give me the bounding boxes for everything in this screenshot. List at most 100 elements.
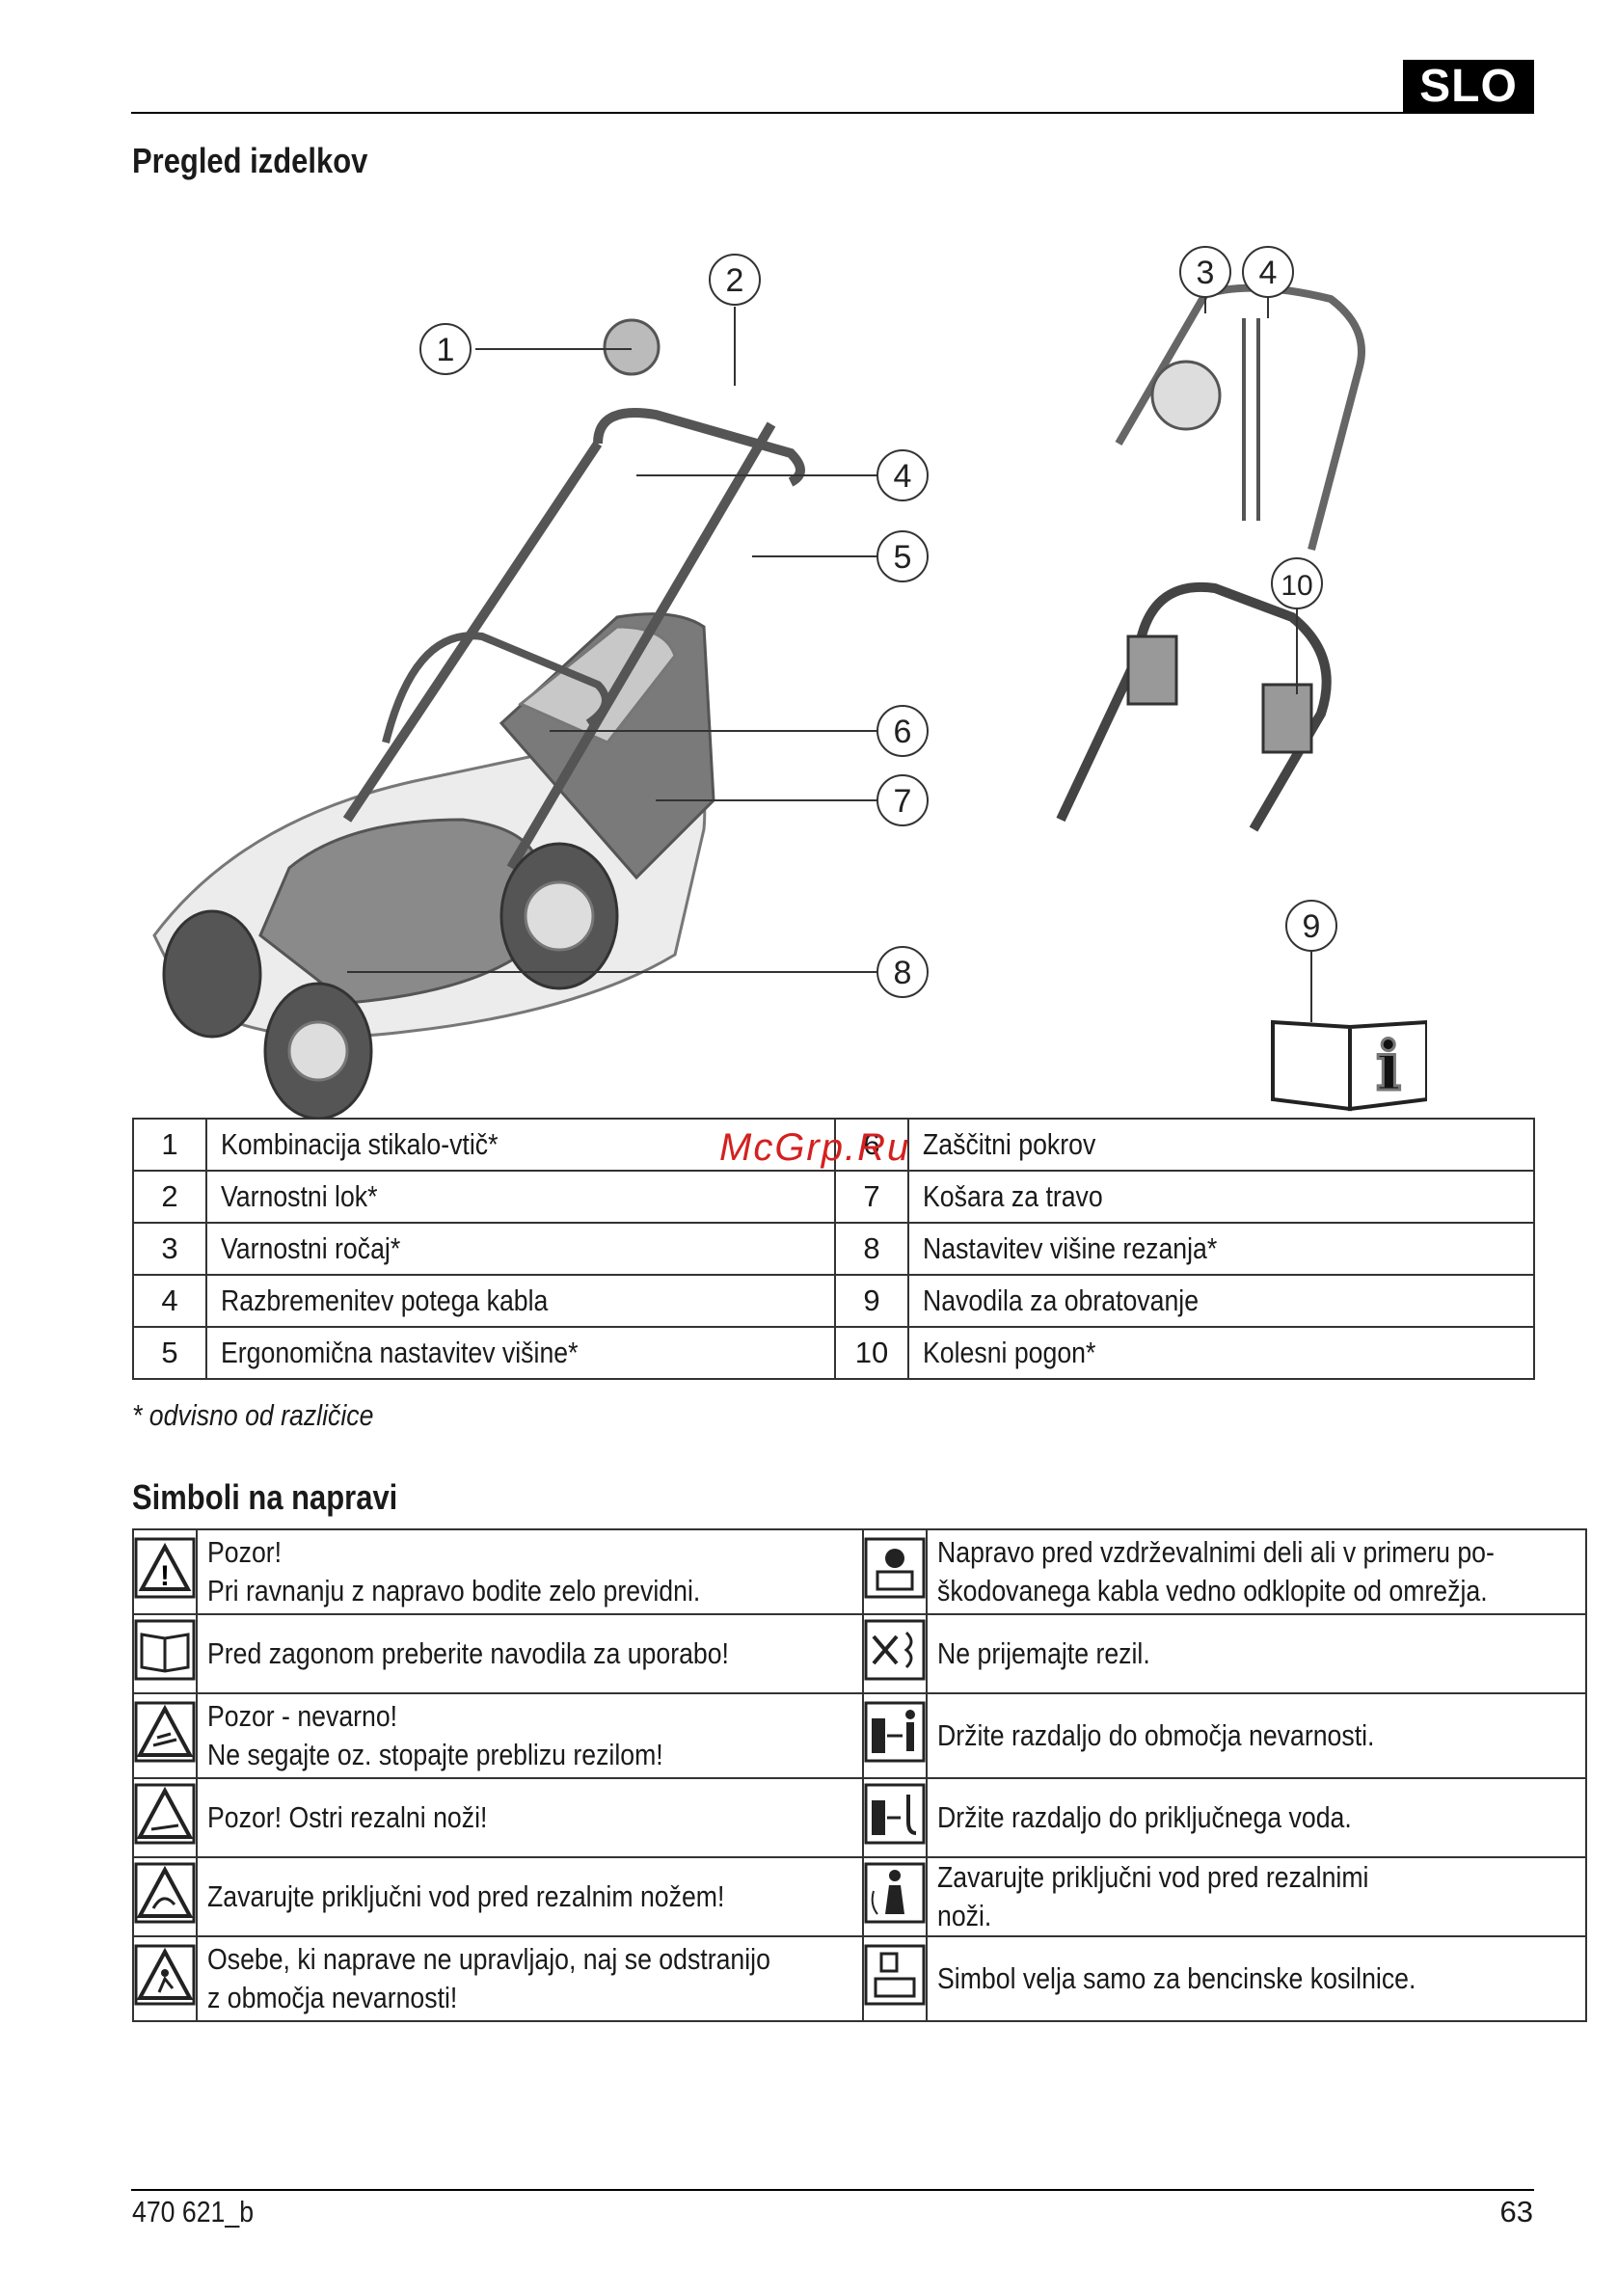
part-label: Varnostni ročaj* xyxy=(205,1222,836,1276)
callout-5-label: 5 xyxy=(894,539,912,576)
wheel-front-left xyxy=(162,909,262,1039)
callout-4b-label: 4 xyxy=(894,458,912,495)
part-number: 3 xyxy=(132,1222,207,1276)
overview-title: Pregled izdelkov xyxy=(132,141,368,180)
symbols-table: ! Pozor!Pri ravnanju z napravo bodite ze… xyxy=(132,1528,1587,2022)
read-manual-icon xyxy=(132,1613,198,1694)
callout-10-label: 10 xyxy=(1281,570,1312,602)
callout-4b: 4 xyxy=(876,449,929,501)
bystanders-away-icon xyxy=(132,1935,198,2022)
language-badge: SLO xyxy=(1403,60,1534,113)
callout-6-label: 6 xyxy=(894,714,912,750)
callout-5: 5 xyxy=(876,530,929,582)
no-touch-blade-icon xyxy=(861,1613,928,1694)
table-row: Pozor! Ostri rezalni noži! Držite razdal… xyxy=(132,1777,1587,1858)
header-rule xyxy=(131,112,1534,114)
callout-1-label: 1 xyxy=(437,332,455,368)
part-label: Kombinacija stikalo-vtič* xyxy=(205,1118,836,1172)
keep-distance-icon xyxy=(861,1692,928,1779)
document-code: 470 621_b xyxy=(132,2195,255,2228)
watermark: McGrp.Ru xyxy=(719,1126,911,1169)
lower-bar xyxy=(382,632,609,743)
detail-plug xyxy=(1150,360,1222,431)
symbol-text: Osebe, ki naprave ne upravljajo, naj se … xyxy=(196,1935,864,2022)
warning-triangle-icon: ! xyxy=(132,1528,198,1615)
callout-10: 10 xyxy=(1271,557,1323,609)
part-label: Ergonomična nastavitev višine* xyxy=(205,1326,836,1380)
symbol-text: Pred zagonom preberite navodila za upora… xyxy=(196,1613,864,1694)
table-row: Osebe, ki naprave ne upravljajo, naj se … xyxy=(132,1935,1587,2022)
svg-text:!: ! xyxy=(160,1560,170,1592)
part-number: 10 xyxy=(834,1326,909,1380)
part-number: 5 xyxy=(132,1326,207,1380)
handle-left xyxy=(342,441,603,823)
part-label: Košara za travo xyxy=(907,1170,1535,1224)
part-number: 4 xyxy=(132,1274,207,1328)
page-number: 63 xyxy=(1499,2195,1533,2228)
symbol-text: Pozor - nevarno!Ne segajte oz. stopajte … xyxy=(196,1692,864,1779)
drive-lever-right xyxy=(1261,683,1313,754)
mower-diagram: i 1 2 3 4 4 5 6 7 8 9 10 xyxy=(152,246,1427,1119)
symbol-text: Zavarujte priključni vod pred rezalnim n… xyxy=(196,1856,864,1937)
callout-7: 7 xyxy=(876,774,929,826)
table-row: Pozor - nevarno!Ne segajte oz. stopajte … xyxy=(132,1692,1587,1779)
table-row: 4 Razbremenitev potega kabla 9 Navodila … xyxy=(132,1274,1535,1328)
callout-4a-label: 4 xyxy=(1259,255,1278,291)
part-label: Nastavitev višine rezanja* xyxy=(907,1222,1535,1276)
safety-bar xyxy=(593,408,805,487)
part-number: 8 xyxy=(834,1222,909,1276)
table-row: 2 Varnostni lok* 7 Košara za travo xyxy=(132,1170,1535,1224)
symbol-text: Pozor!Pri ravnanju z napravo bodite zelo… xyxy=(196,1528,864,1615)
symbol-text: Pozor! Ostri rezalni noži! xyxy=(196,1777,864,1858)
callout-8: 8 xyxy=(876,946,929,998)
callout-7-label: 7 xyxy=(894,783,912,820)
symbol-text: Simbol velja samo za bencinske kosilnice… xyxy=(925,1935,1587,2022)
callout-9-label: 9 xyxy=(1303,908,1321,945)
symbol-text: Držite razdaljo do območja nevarnosti. xyxy=(925,1692,1587,1779)
handle-right xyxy=(506,421,776,871)
part-number: 6 xyxy=(834,1118,909,1172)
detail-cable xyxy=(1242,318,1260,521)
part-label: Kolesni pogon* xyxy=(907,1326,1535,1380)
callout-8-label: 8 xyxy=(894,955,912,991)
part-label: Zaščitni pokrov xyxy=(907,1118,1535,1172)
part-number: 2 xyxy=(132,1170,207,1224)
symbol-text: Držite razdaljo do priključnega voda. xyxy=(925,1777,1587,1858)
cable-blade-warning-icon xyxy=(132,1856,198,1937)
drive-handle xyxy=(1056,581,1332,832)
footer-rule xyxy=(131,2189,1534,2191)
callout-1: 1 xyxy=(419,323,472,375)
callout-6: 6 xyxy=(876,705,929,757)
switch-plug-combo xyxy=(603,318,661,376)
symbol-text: Napravo pred vzdrževalnimi deli ali v pr… xyxy=(925,1528,1587,1615)
part-label: Navodila za obratovanje xyxy=(907,1274,1535,1328)
callout-4a: 4 xyxy=(1242,246,1294,298)
cable-protect-icon xyxy=(861,1856,928,1937)
symbol-text: Ne prijemajte rezil. xyxy=(925,1613,1587,1694)
unplug-icon xyxy=(861,1528,928,1615)
table-row: 5 Ergonomična nastavitev višine* 10 Kole… xyxy=(132,1326,1535,1380)
callout-2-label: 2 xyxy=(726,262,744,299)
parts-table: 1 Kombinacija stikalo-vtič* 6 Zaščitni p… xyxy=(132,1118,1535,1380)
hand-danger-icon xyxy=(132,1692,198,1779)
callout-3: 3 xyxy=(1179,246,1231,298)
callout-9: 9 xyxy=(1285,900,1337,952)
cable-distance-icon xyxy=(861,1777,928,1858)
callout-3-label: 3 xyxy=(1197,255,1215,291)
part-number: 9 xyxy=(834,1274,909,1328)
table-row: 3 Varnostni ročaj* 8 Nastavitev višine r… xyxy=(132,1222,1535,1276)
petrol-mower-icon xyxy=(861,1935,928,2022)
footnote: * odvisno od različice xyxy=(132,1398,374,1432)
drive-lever-left xyxy=(1126,635,1178,706)
detail-handle xyxy=(1115,284,1365,552)
sharp-blades-icon xyxy=(132,1777,198,1858)
symbols-title: Simboli na napravi xyxy=(132,1477,398,1517)
part-number: 7 xyxy=(834,1170,909,1224)
manual-book-icon xyxy=(1271,1019,1427,1112)
part-label: Razbremenitev potega kabla xyxy=(205,1274,836,1328)
table-row: ! Pozor!Pri ravnanju z napravo bodite ze… xyxy=(132,1528,1587,1615)
part-number: 1 xyxy=(132,1118,207,1172)
part-label: Varnostni lok* xyxy=(205,1170,836,1224)
table-row: Zavarujte priključni vod pred rezalnim n… xyxy=(132,1856,1587,1937)
callout-2: 2 xyxy=(709,254,761,306)
